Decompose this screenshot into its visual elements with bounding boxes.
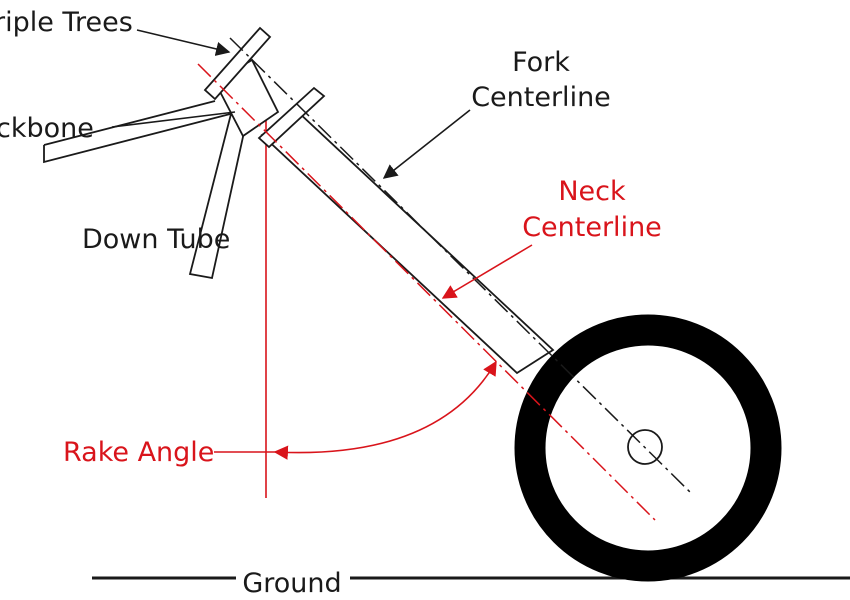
- ground-label: Ground: [242, 568, 341, 599]
- backbone-tube: [43, 100, 235, 164]
- neck-centerline-label-line1: Neck: [558, 176, 626, 207]
- triple-tree-lower: [257, 86, 326, 149]
- backbone-label: ckbone: [0, 113, 94, 144]
- triple-trees-arrow: [136, 29, 231, 56]
- fork-centerline-label-line1: Fork: [512, 47, 570, 78]
- neck-centerline: [197, 63, 656, 521]
- triple-trees-label: riple Trees: [0, 7, 133, 38]
- fork-centerline-label-line2: Centerline: [471, 82, 611, 113]
- rake-angle-label: Rake Angle: [63, 437, 214, 468]
- neck-centerline-arrow: [441, 244, 533, 299]
- fork-centerline-arrow: [382, 109, 471, 179]
- backbone-leader-line: [111, 111, 236, 128]
- rake-angle-arc: [273, 360, 497, 460]
- fork-tube: [260, 110, 555, 375]
- down-tube-label: Down Tube: [82, 224, 230, 255]
- neck-centerline-label-line2: Centerline: [522, 212, 662, 243]
- fork-centerline: [229, 37, 691, 493]
- front-wheel-tire: [514, 314, 782, 582]
